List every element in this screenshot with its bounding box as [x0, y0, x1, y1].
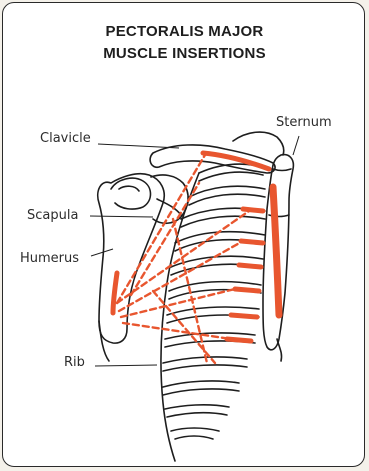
anatomy-illustration	[3, 3, 365, 467]
label-humerus: Humerus	[20, 251, 79, 266]
clavicle-leader	[98, 144, 179, 148]
diagram-title-line-1: PECTORALIS MAJOR	[3, 23, 365, 41]
humerus-head	[111, 178, 151, 209]
rib-10	[163, 381, 239, 387]
rib-leader	[95, 365, 157, 366]
diagram-card: PECTORALIS MAJOR MUSCLE INSERTIONS Clavi…	[2, 2, 365, 467]
rib-11	[165, 405, 229, 409]
label-scapula: Scapula	[27, 208, 78, 223]
label-rib: Rib	[64, 355, 85, 370]
humerus-leader	[91, 249, 113, 256]
sternal-insertion	[273, 187, 279, 315]
diagram-title-line-2: MUSCLE INSERTIONS	[3, 45, 365, 63]
sternum-leader	[293, 136, 299, 155]
scapula-leader	[90, 216, 153, 217]
label-sternum: Sternum	[276, 115, 332, 130]
label-clavicle: Clavicle	[40, 131, 91, 146]
rib-12	[171, 428, 219, 431]
clavicular-insertion	[203, 153, 269, 169]
humeral-insertion	[113, 273, 117, 313]
